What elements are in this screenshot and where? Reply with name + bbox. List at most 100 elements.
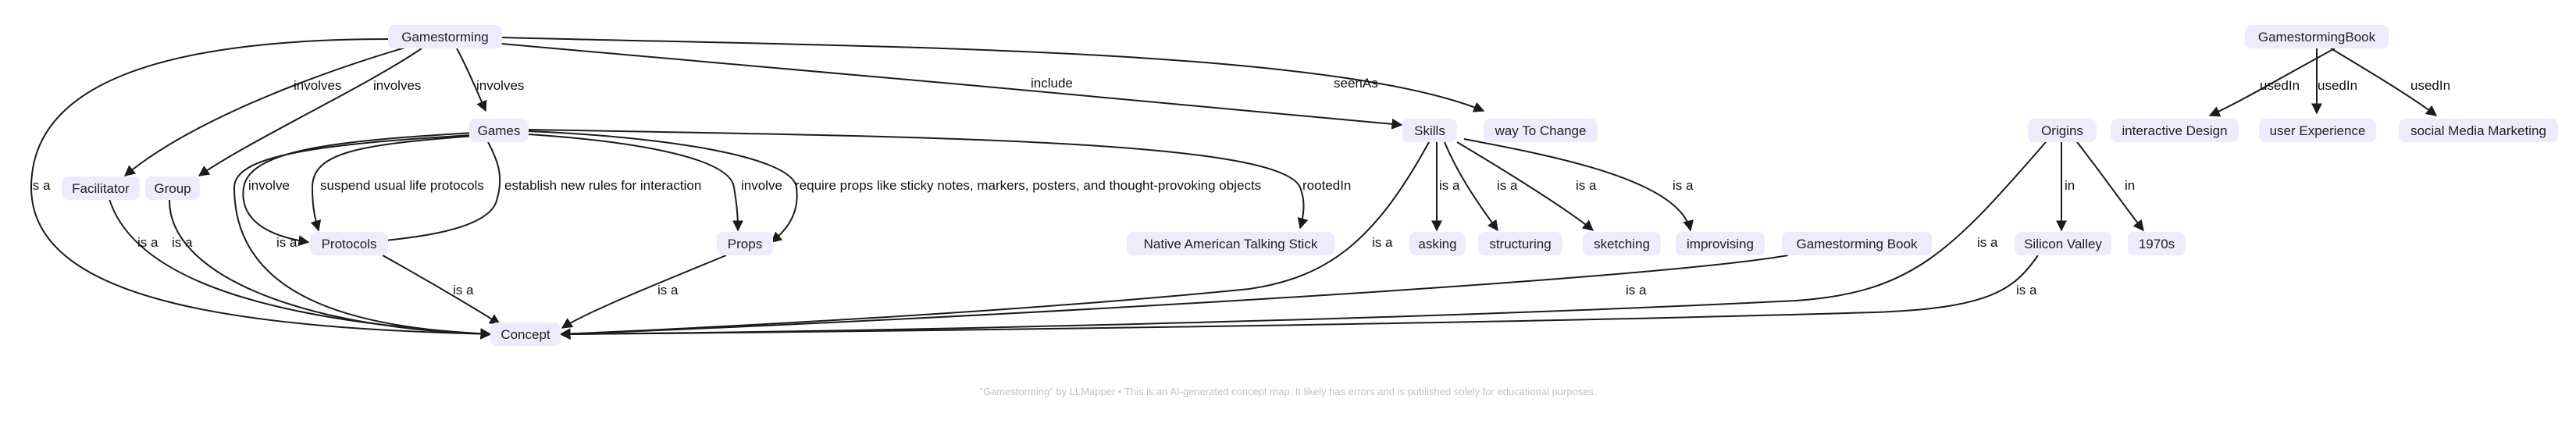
node-label: GamestormingBook	[2258, 30, 2376, 45]
edge-label-involves: involves	[373, 78, 421, 93]
node-label: Concept	[501, 327, 550, 342]
edge-label-involves: involves	[294, 78, 341, 93]
node-label: user Experience	[2270, 123, 2366, 138]
node-label: Native American Talking Stick	[1144, 237, 1318, 251]
node-label: structuring	[1489, 237, 1551, 251]
edge-label-is-a: is a	[137, 235, 159, 250]
edge-label-is-a: is a	[1626, 283, 1647, 298]
node-label: Games	[478, 123, 521, 138]
edge-gamestorming-games: involves	[456, 48, 524, 112]
edge-gamestorming-way-to-change: seenAs	[501, 37, 1485, 112]
node-label: 1970s	[2139, 237, 2175, 251]
node-facilitator[interactable]: Facilitator	[62, 176, 140, 200]
node-label: Props	[728, 237, 762, 251]
node-way-to-change[interactable]: way To Change	[1484, 119, 1598, 142]
edge-gamestorming-concept: is a	[30, 38, 492, 340]
node-silicon-valley[interactable]: Silicon Valley	[2015, 232, 2111, 255]
edge-label-is-a: is a	[1576, 178, 1597, 193]
node-skills[interactable]: Skills	[1402, 119, 1457, 142]
edge-label-is-a: is a	[453, 283, 474, 298]
node-label: way To Change	[1495, 123, 1587, 138]
edge-silicon-valley-concept: is a	[559, 255, 2039, 340]
edge-label-is-a: is a	[1497, 178, 1518, 193]
edge-games-protocols-establish: establish new rules for interaction	[367, 141, 701, 247]
edge-label-in: in	[2065, 178, 2075, 193]
node-social-media-marketing[interactable]: social Media Marketing	[2399, 119, 2558, 142]
edge-gamestorming-book-concept: is a	[559, 255, 1789, 340]
edge-label-is-a: is a	[1372, 235, 1393, 250]
edge-protocols-concept: is a	[382, 255, 501, 325]
edge-games-protocols-involve: involve	[242, 132, 474, 247]
edge-games-props-involve: involve	[527, 134, 782, 232]
edge-skills-concept: is a	[559, 141, 1430, 340]
node-concept[interactable]: Concept	[490, 322, 561, 346]
node-gamestormingbook[interactable]: GamestormingBook	[2245, 25, 2389, 48]
edge-label-establish: establish new rules for interaction	[504, 178, 701, 193]
node-gamestorming[interactable]: Gamestorming	[388, 25, 502, 48]
node-origins[interactable]: Origins	[2028, 119, 2097, 142]
node-label: Protocols	[322, 237, 377, 251]
node-improvising[interactable]: improvising	[1676, 232, 1765, 255]
edge-skills-sketching: is a	[1456, 141, 1597, 231]
node-label: Gamestorming	[401, 30, 488, 45]
edge-gamestorming-facilitator: involves	[123, 46, 408, 176]
node-user-experience[interactable]: user Experience	[2259, 119, 2376, 142]
node-protocols[interactable]: Protocols	[310, 232, 388, 255]
node-games[interactable]: Games	[469, 119, 529, 142]
node-label: Silicon Valley	[2024, 237, 2102, 251]
edge-gsbook-user-experience: usedIn	[2311, 48, 2357, 115]
edge-skills-asking: is a	[1431, 141, 1460, 232]
edge-label-in: in	[2125, 178, 2135, 193]
node-label: Group	[154, 181, 191, 196]
node-asking[interactable]: asking	[1409, 232, 1466, 255]
node-1970s[interactable]: 1970s	[2128, 232, 2186, 255]
node-sketching[interactable]: sketching	[1583, 232, 1661, 255]
footer-disclaimer: "Gamestorming" by LLMapper • This is an …	[979, 386, 1597, 397]
node-structuring[interactable]: structuring	[1478, 232, 1562, 255]
edge-label-is-a: is a	[172, 235, 193, 250]
edge-label-is-a: is a	[1977, 235, 1998, 250]
edge-label-is-a: is a	[2016, 283, 2037, 298]
edge-gsbook-interactive-design: usedIn	[2208, 48, 2336, 117]
edge-games-talking-stick: rootedIn	[527, 129, 1351, 230]
edge-props-concept: is a	[561, 255, 727, 329]
node-props[interactable]: Props	[717, 232, 773, 255]
node-label: social Media Marketing	[2410, 123, 2546, 138]
edge-label-involve: involve	[248, 178, 290, 193]
node-interactive-design[interactable]: interactive Design	[2111, 119, 2239, 142]
edge-gamestorming-group: involves	[198, 48, 422, 176]
edge-group-concept: is a	[168, 198, 492, 340]
edge-origins-1970s: in	[2076, 141, 2144, 232]
node-label: Skills	[1414, 123, 1445, 138]
node-label: sketching	[1594, 237, 1650, 251]
node-gamestorming-book[interactable]: Gamestorming Book	[1782, 232, 1932, 255]
node-group[interactable]: Group	[145, 176, 200, 200]
edge-label-involve: involve	[741, 178, 782, 193]
node-label: Facilitator	[72, 181, 130, 196]
edge-label-rooted-in: rootedIn	[1302, 178, 1351, 193]
edge-origins-silicon-valley: in	[2056, 142, 2075, 232]
edge-label-used-in: usedIn	[2318, 78, 2357, 93]
edge-label-require-props: require props like sticky notes, markers…	[795, 178, 1261, 193]
node-label: Gamestorming Book	[1797, 237, 1918, 251]
edge-gsbook-social-media: usedIn	[2330, 48, 2450, 116]
edge-games-protocols-suspend: suspend usual life protocols	[310, 135, 484, 232]
edge-label-is-a: is a	[657, 283, 679, 298]
edge-facilitator-concept: is a	[109, 198, 492, 340]
node-native-talking-stick[interactable]: Native American Talking Stick	[1127, 232, 1334, 255]
edge-label-suspend: suspend usual life protocols	[320, 178, 484, 193]
edge-label-used-in: usedIn	[2260, 78, 2300, 93]
edge-games-props-require: require props like sticky notes, markers…	[527, 130, 1261, 243]
edge-gamestorming-skills: include	[501, 43, 1403, 130]
edge-origins-concept: is a	[559, 141, 2047, 340]
node-label: improvising	[1687, 237, 1754, 251]
node-label: asking	[1418, 237, 1456, 251]
node-label: Origins	[2041, 123, 2083, 138]
edge-label-is-a: is a	[30, 178, 51, 193]
edge-skills-improvising: is a	[1463, 138, 1694, 232]
node-label: interactive Design	[2122, 123, 2227, 138]
edge-skills-structuring: is a	[1444, 141, 1518, 232]
edge-label-include: include	[1031, 76, 1073, 91]
edge-label-is-a: is a	[1439, 178, 1460, 193]
